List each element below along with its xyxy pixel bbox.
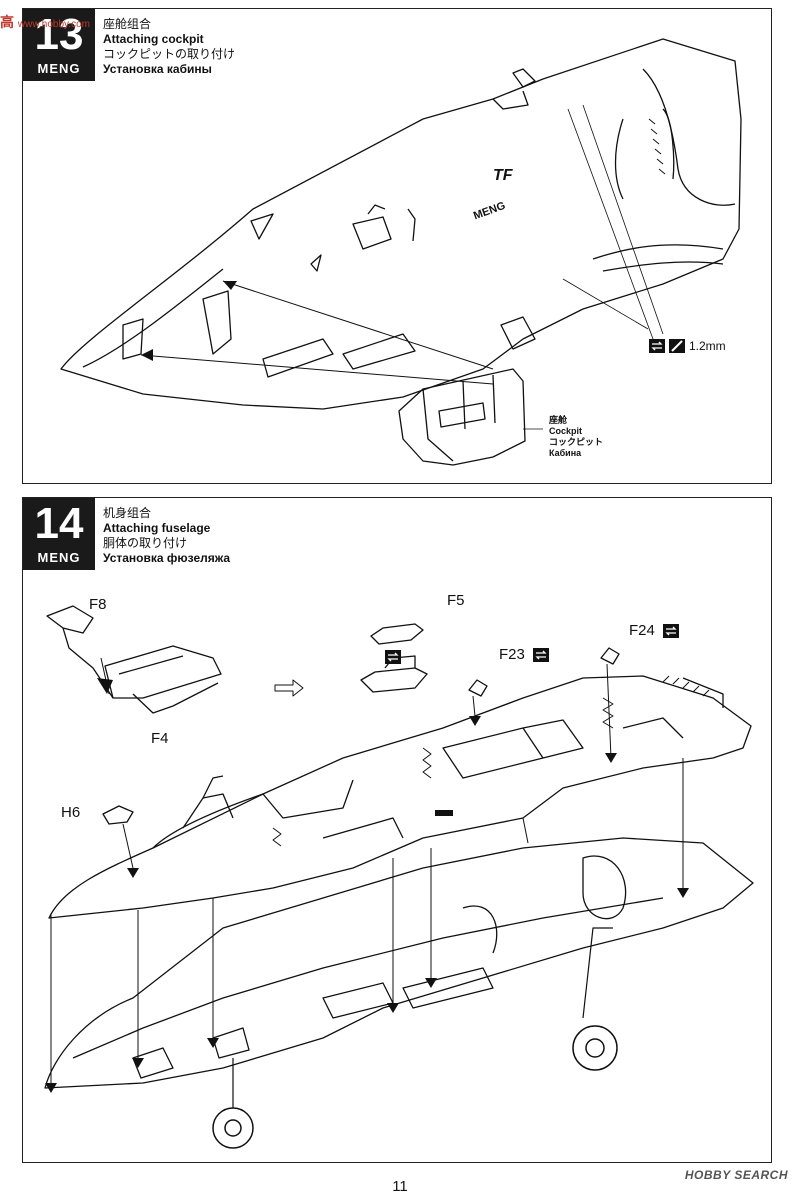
step-number: 14: [34, 499, 84, 548]
title-jp: コックピットの取り付け: [103, 47, 236, 61]
cockpit-diagram: [60, 38, 742, 466]
f23-flip-legend: [533, 648, 549, 662]
title-ru: Установка фюзеляжа: [103, 551, 231, 565]
brand-logo: MENG: [37, 550, 81, 565]
title-jp: 胴体の取り付け: [103, 536, 188, 550]
f5-flip-legend: [385, 650, 401, 664]
step-14-panel: 14 MENG 机身组合 Attaching fuselage 胴体の取り付け …: [22, 497, 772, 1163]
drill-icon: [669, 339, 685, 353]
title-cn: 座舱组合: [103, 17, 152, 31]
step-13-title: 座舱组合 Attaching cockpit コックピットの取り付け Устан…: [103, 17, 235, 77]
watermark: 高 www.hobby.com: [0, 12, 90, 32]
step-number: 13: [34, 10, 84, 59]
flip-side-icon: [385, 650, 401, 664]
cockpit-label-cn: 座舱: [549, 415, 568, 425]
step-13-panel: 13 MENG 座舱组合 Attaching cockpit コックピットの取り…: [22, 8, 772, 484]
source-watermark: HOBBY SEARCH: [684, 1168, 788, 1182]
cockpit-label-en: Cockpit: [549, 426, 583, 436]
cockpit-callout: 座舱 Cockpit コックピット Кабина: [549, 415, 603, 459]
step-13-badge: 13 MENG: [23, 9, 95, 81]
watermark-url: www.hobby.com: [17, 19, 90, 30]
flip-side-icon: [663, 624, 679, 638]
cockpit-label-ru: Кабина: [549, 448, 582, 458]
flip-side-icon: [649, 339, 665, 353]
part-label-h6: H6: [61, 804, 81, 821]
part-label-f4: F4: [151, 730, 169, 747]
part-label-f24: F24: [629, 622, 655, 639]
part-label-f8: F8: [89, 596, 107, 613]
fuselage-diagram: [44, 605, 754, 1149]
page-number: 11: [392, 1178, 408, 1195]
cockpit-label-jp: コックピット: [549, 437, 604, 447]
title-cn: 机身组合: [103, 506, 152, 520]
drill-legend: 1.2mm: [649, 339, 726, 353]
title-en: Attaching fuselage: [103, 521, 211, 535]
step-14-title: 机身组合 Attaching fuselage 胴体の取り付け Установк…: [103, 506, 230, 566]
title-ru: Установка кабины: [103, 62, 212, 76]
f24-flip-legend: [663, 624, 679, 638]
drill-size: 1.2mm: [689, 339, 726, 353]
watermark-cn: 高: [0, 14, 14, 30]
part-label-f5: F5: [447, 592, 465, 609]
step-14-badge: 14 MENG: [23, 498, 95, 570]
title-en: Attaching cockpit: [103, 32, 204, 46]
part-label-f23: F23: [499, 646, 525, 663]
flip-side-icon: [533, 648, 549, 662]
hull-mark-tf: TF: [493, 167, 513, 184]
brand-logo: MENG: [37, 61, 81, 76]
